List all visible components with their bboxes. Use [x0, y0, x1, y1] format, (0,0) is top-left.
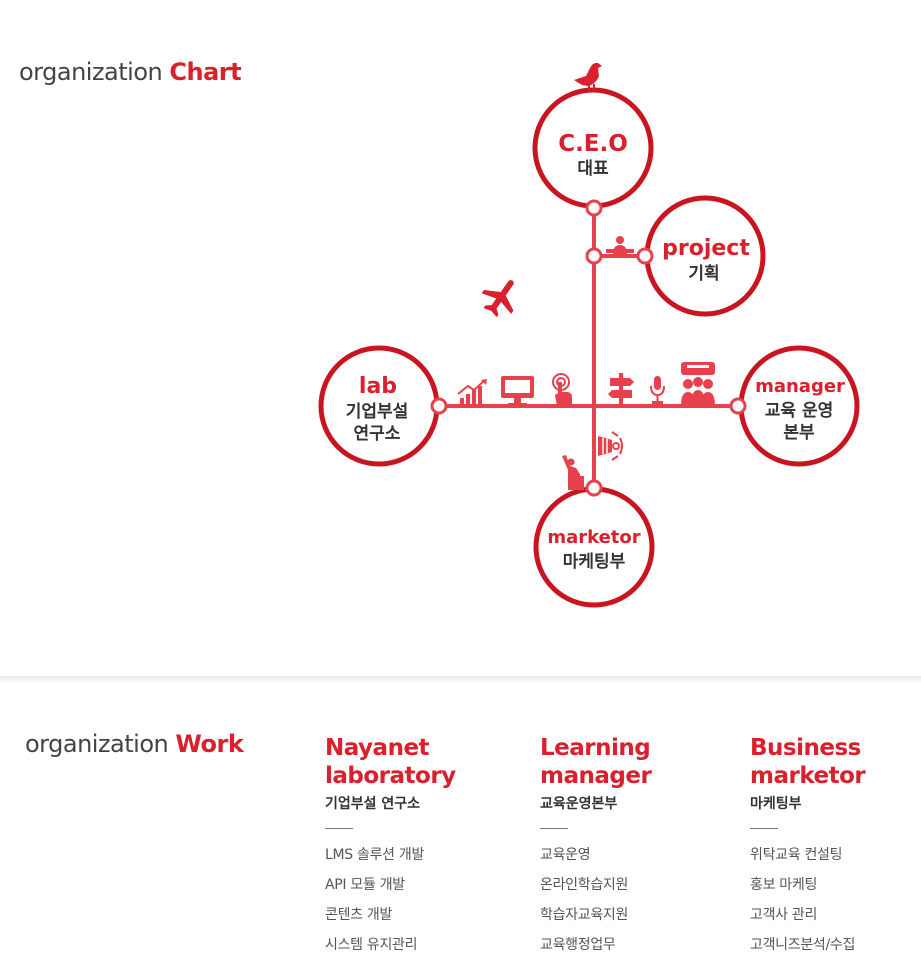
work-task-item: 콘텐츠 개발 [325, 907, 393, 923]
work-task-list: LMS 솔루션 개발 API 모듈 개발 콘텐츠 개발 시스템 유지관리 [325, 845, 525, 965]
work-task-item: 온라인학습지원 [540, 877, 629, 893]
work-title-bold: Work [175, 730, 244, 758]
node-ceo: C.E.O 대표 [532, 87, 654, 209]
work-column-subtitle: 교육운영본부 [540, 796, 618, 812]
work-task-item: 위탁교육 컨설팅 [750, 847, 843, 863]
work-heading-line-2: laboratory [325, 763, 456, 789]
work-heading-line-1: Learning [540, 735, 651, 761]
touch-icon [552, 373, 572, 406]
speaker-icon [598, 431, 623, 461]
airplane-icon [481, 280, 514, 318]
work-task-item: LMS 솔루션 개발 [325, 847, 425, 863]
work-task-item: 시스템 유지관리 [325, 937, 418, 953]
work-column-manager: Learning manager 교육운영본부 교육운영 온라인학습지원 학습자… [540, 734, 740, 965]
junction-lab [430, 397, 448, 415]
node-lab-sub-2: 연구소 [354, 424, 401, 444]
node-marketor-sub: 마케팅부 [563, 552, 626, 572]
node-manager: manager 교육 운영 본부 [738, 345, 860, 467]
work-column-heading: Nayanet laboratory [325, 734, 525, 790]
node-marketor-main: marketor [547, 527, 640, 548]
work-task-list: 위탁교육 컨설팅 홍보 마케팅 고객사 관리 고객니즈분석/수집 [750, 845, 921, 965]
work-task-item: 교육행정업무 [540, 937, 616, 953]
node-ceo-main: C.E.O [558, 131, 628, 157]
work-column-rule [750, 828, 778, 829]
work-task-list: 교육운영 온라인학습지원 학습자교육지원 교육행정업무 [540, 845, 740, 965]
work-heading-line-2: marketor [750, 763, 866, 789]
work-heading-line-2: manager [540, 763, 652, 789]
junction-ceo [585, 199, 603, 217]
node-project: project 기획 [644, 195, 766, 317]
node-lab-sub-1: 기업부설 [346, 402, 409, 422]
work-title-light: organization [25, 730, 169, 758]
work-heading-line-1: Business [750, 735, 861, 761]
work-task-item: API 모듈 개발 [325, 877, 405, 893]
presenter-icon [562, 455, 584, 490]
node-lab: lab 기업부설 연구소 [318, 345, 440, 467]
work-column-heading: Learning manager [540, 734, 740, 790]
bird-icon [574, 62, 602, 91]
work-task-item: 교육운영 [540, 847, 591, 863]
work-column-rule [540, 828, 568, 829]
audience-icon [681, 362, 715, 406]
work-column-subtitle: 기업부설 연구소 [325, 796, 421, 812]
node-ceo-sub: 대표 [577, 159, 609, 179]
node-manager-sub-1: 교육 운영 [765, 401, 833, 421]
chart-title-light: organization [19, 58, 163, 86]
junction-dots [430, 199, 747, 497]
work-column-heading: Business marketor [750, 734, 921, 790]
growth-chart-icon [457, 379, 487, 406]
junction-project-right [636, 247, 654, 265]
junction-manager [729, 397, 747, 415]
work-heading-line-1: Nayanet [325, 735, 430, 761]
chart-title-bold: Chart [169, 58, 242, 86]
work-column-marketor: Business marketor 마케팅부 위탁교육 컨설팅 홍보 마케팅 고… [750, 734, 921, 965]
signpost-icon [608, 373, 634, 406]
junction-project-left [585, 247, 603, 265]
org-chart-diagram: C.E.O 대표 project 기획 lab 기업부설 연구소 manager… [318, 62, 860, 608]
work-task-item: 홍보 마케팅 [750, 877, 818, 893]
node-project-sub: 기획 [688, 264, 719, 284]
junction-marketor [585, 479, 603, 497]
node-lab-main: lab [359, 374, 397, 399]
person-icon [606, 236, 634, 254]
node-project-main: project [662, 236, 750, 261]
work-task-item: 고객니즈분석/수집 [750, 937, 856, 953]
node-marketor: marketor 마케팅부 [533, 486, 655, 608]
work-column-subtitle: 마케팅부 [750, 796, 802, 812]
work-column-rule [325, 828, 353, 829]
section-divider [0, 676, 921, 684]
work-column-lab: Nayanet laboratory 기업부설 연구소 LMS 솔루션 개발 A… [325, 734, 525, 965]
node-manager-sub-2: 본부 [783, 423, 815, 443]
node-manager-main: manager [755, 376, 845, 397]
work-task-item: 학습자교육지원 [540, 907, 629, 923]
work-section-title: organization Work [25, 730, 244, 758]
work-task-item: 고객사 관리 [750, 907, 818, 923]
monitor-icon [501, 376, 534, 406]
chart-section-title: organization Chart [19, 58, 242, 86]
microphone-icon [650, 376, 665, 404]
